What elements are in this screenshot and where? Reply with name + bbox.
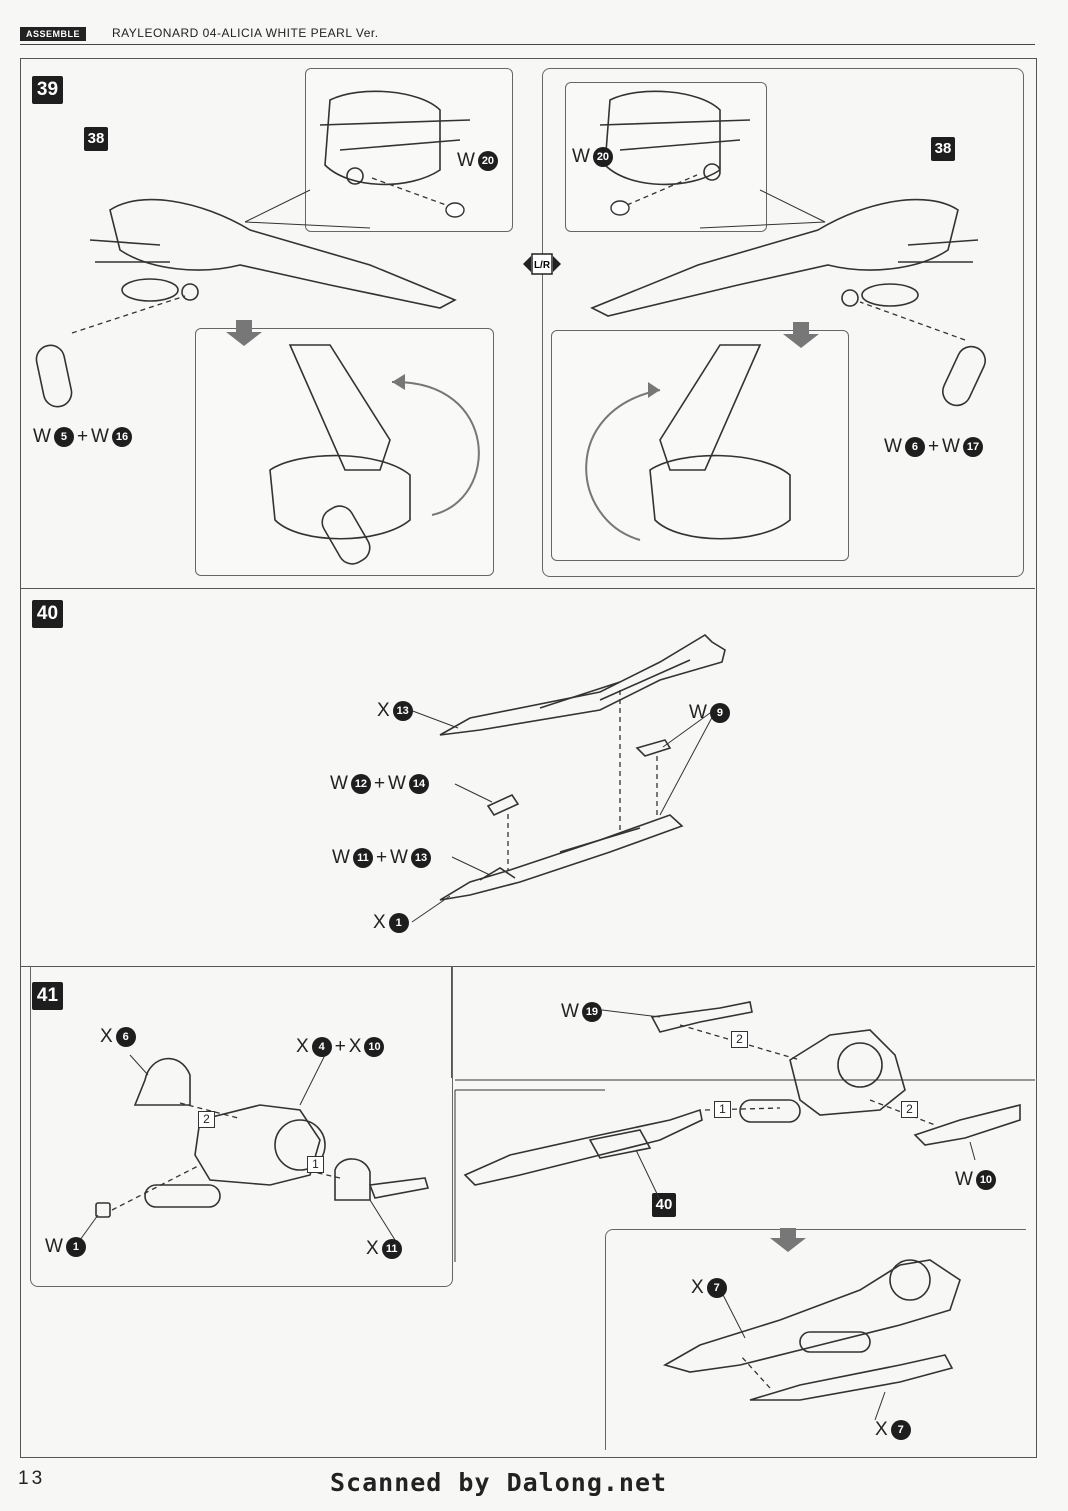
mirror-lr-label: L/R — [534, 260, 551, 271]
step-39-right-panel — [542, 68, 1024, 577]
step-41-drawings — [79, 1001, 1035, 1421]
step-number-40: 40 — [32, 600, 63, 628]
step-41-result-panel — [605, 1229, 1026, 1450]
step-40-drawings — [409, 633, 726, 923]
step-41-left-panel — [30, 966, 453, 1287]
page-header: ASSEMBLE RAYLEONARD 04-ALICIA WHITE PEAR… — [20, 24, 1035, 45]
sequence-step-2-right: 2 — [901, 1100, 918, 1118]
instruction-frame — [20, 58, 1037, 1458]
divider-40-41 — [20, 966, 1035, 967]
page-number: 13 — [18, 1468, 46, 1489]
sequence-step-1-left: 1 — [307, 1155, 324, 1173]
sequence-step-2-top: 2 — [731, 1030, 748, 1048]
scan-credit: Scanned by Dalong.net — [330, 1468, 668, 1497]
sequence-step-1-right: 1 — [714, 1100, 731, 1118]
rotation-inset-right — [551, 330, 849, 561]
step-39-drawings — [35, 90, 986, 565]
ref-step-38-left: 38 — [84, 127, 108, 151]
sequence-step-2-left: 2 — [198, 1110, 215, 1128]
step-number-41: 41 — [32, 982, 63, 1010]
mirror-lr-icon: L/R — [523, 253, 561, 275]
assemble-tag: ASSEMBLE — [20, 27, 87, 41]
rotation-inset-left — [195, 328, 494, 576]
step-number-39: 39 — [32, 76, 63, 104]
divider-41-split — [451, 966, 452, 1078]
page-title: RAYLEONARD 04-ALICIA WHITE PEARL Ver. — [112, 26, 379, 40]
ref-step-38-right: 38 — [931, 137, 955, 161]
divider-39-40 — [20, 588, 1035, 589]
ref-step-40: 40 — [652, 1193, 676, 1217]
